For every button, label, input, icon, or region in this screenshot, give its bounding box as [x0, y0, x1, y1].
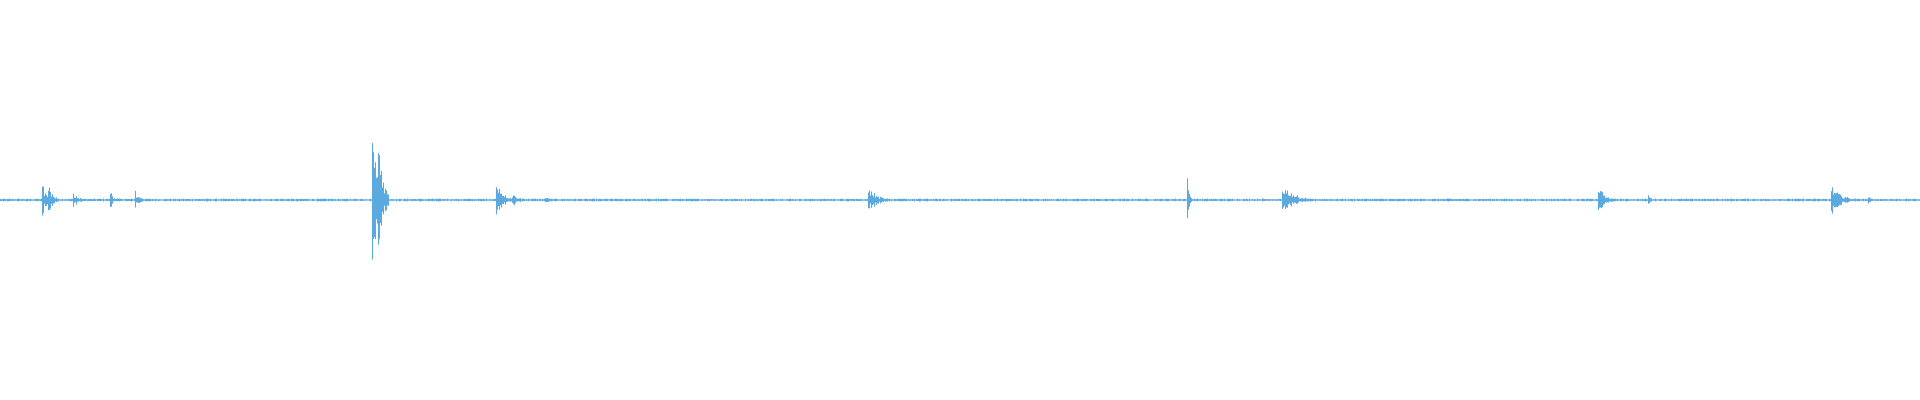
waveform-series — [0, 143, 1920, 260]
waveform-trace — [0, 143, 1920, 260]
